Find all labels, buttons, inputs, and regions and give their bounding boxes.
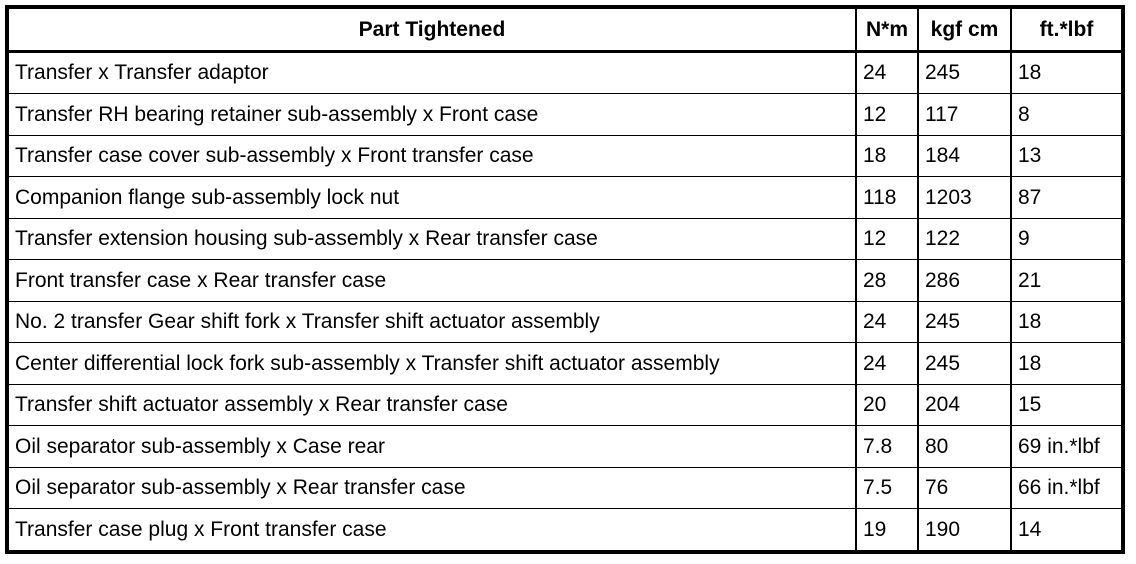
torque-spec-table: Part Tightened N*m kgf cm ft.*lbf Transf… <box>5 5 1125 554</box>
nm-value-cell: 7.8 <box>855 425 919 468</box>
kgf-cm-value-cell: 204 <box>917 383 1012 426</box>
ft-lbf-value-cell: 66 in.*lbf <box>1010 466 1124 509</box>
kgf-cm-value-cell: 76 <box>917 466 1012 509</box>
table-body: Transfer x Transfer adaptor 24 245 18 Tr… <box>6 50 1124 552</box>
nm-value-cell: 12 <box>855 217 919 260</box>
ft-lbf-value-cell: 69 in.*lbf <box>1010 425 1124 468</box>
table-row: Oil separator sub-assembly x Rear transf… <box>6 466 1124 509</box>
table-row: Oil separator sub-assembly x Case rear 7… <box>6 425 1124 468</box>
kgf-cm-value-cell: 245 <box>917 50 1012 94</box>
ft-lbf-value-cell: 18 <box>1010 50 1124 94</box>
table-row: Companion flange sub-assembly lock nut 1… <box>6 176 1124 219</box>
kgf-cm-value-cell: 122 <box>917 217 1012 260</box>
table-row: Transfer RH bearing retainer sub-assembl… <box>6 93 1124 136</box>
part-tightened-cell: Transfer case cover sub-assembly x Front… <box>6 134 857 177</box>
table-header: Part Tightened N*m kgf cm ft.*lbf <box>6 6 1124 53</box>
table-row: Transfer shift actuator assembly x Rear … <box>6 383 1124 426</box>
part-tightened-cell: Transfer RH bearing retainer sub-assembl… <box>6 93 857 136</box>
part-tightened-cell: Oil separator sub-assembly x Case rear <box>6 425 857 468</box>
nm-value-cell: 7.5 <box>855 466 919 509</box>
kgf-cm-value-cell: 80 <box>917 425 1012 468</box>
nm-value-cell: 20 <box>855 383 919 426</box>
part-tightened-cell: Front transfer case x Rear transfer case <box>6 259 857 302</box>
part-tightened-cell: Oil separator sub-assembly x Rear transf… <box>6 466 857 509</box>
table-row: Transfer x Transfer adaptor 24 245 18 <box>6 50 1124 94</box>
part-tightened-cell: Center differential lock fork sub-assemb… <box>6 342 857 385</box>
column-header-ft-lbf: ft.*lbf <box>1010 6 1124 53</box>
nm-value-cell: 12 <box>855 93 919 136</box>
kgf-cm-value-cell: 184 <box>917 134 1012 177</box>
ft-lbf-value-cell: 14 <box>1010 508 1124 552</box>
table-row: Front transfer case x Rear transfer case… <box>6 259 1124 302</box>
ft-lbf-value-cell: 8 <box>1010 93 1124 136</box>
kgf-cm-value-cell: 117 <box>917 93 1012 136</box>
ft-lbf-value-cell: 9 <box>1010 217 1124 260</box>
table-row: Transfer case plug x Front transfer case… <box>6 508 1124 552</box>
column-header-nm: N*m <box>855 6 919 53</box>
nm-value-cell: 24 <box>855 300 919 343</box>
kgf-cm-value-cell: 190 <box>917 508 1012 552</box>
ft-lbf-value-cell: 18 <box>1010 342 1124 385</box>
column-header-part-tightened: Part Tightened <box>6 6 857 53</box>
kgf-cm-value-cell: 245 <box>917 342 1012 385</box>
nm-value-cell: 18 <box>855 134 919 177</box>
part-tightened-cell: Companion flange sub-assembly lock nut <box>6 176 857 219</box>
nm-value-cell: 19 <box>855 508 919 552</box>
kgf-cm-value-cell: 286 <box>917 259 1012 302</box>
table-row: No. 2 transfer Gear shift fork x Transfe… <box>6 300 1124 343</box>
table-row: Center differential lock fork sub-assemb… <box>6 342 1124 385</box>
ft-lbf-value-cell: 87 <box>1010 176 1124 219</box>
column-header-kgf-cm: kgf cm <box>917 6 1012 53</box>
nm-value-cell: 118 <box>855 176 919 219</box>
kgf-cm-value-cell: 245 <box>917 300 1012 343</box>
ft-lbf-value-cell: 18 <box>1010 300 1124 343</box>
ft-lbf-value-cell: 21 <box>1010 259 1124 302</box>
ft-lbf-value-cell: 15 <box>1010 383 1124 426</box>
part-tightened-cell: Transfer shift actuator assembly x Rear … <box>6 383 857 426</box>
part-tightened-cell: Transfer case plug x Front transfer case <box>6 508 857 552</box>
table-row: Transfer extension housing sub-assembly … <box>6 217 1124 260</box>
kgf-cm-value-cell: 1203 <box>917 176 1012 219</box>
table-row: Transfer case cover sub-assembly x Front… <box>6 134 1124 177</box>
ft-lbf-value-cell: 13 <box>1010 134 1124 177</box>
nm-value-cell: 24 <box>855 50 919 94</box>
header-row: Part Tightened N*m kgf cm ft.*lbf <box>6 6 1124 53</box>
nm-value-cell: 24 <box>855 342 919 385</box>
part-tightened-cell: Transfer x Transfer adaptor <box>6 50 857 94</box>
nm-value-cell: 28 <box>855 259 919 302</box>
part-tightened-cell: Transfer extension housing sub-assembly … <box>6 217 857 260</box>
part-tightened-cell: No. 2 transfer Gear shift fork x Transfe… <box>6 300 857 343</box>
